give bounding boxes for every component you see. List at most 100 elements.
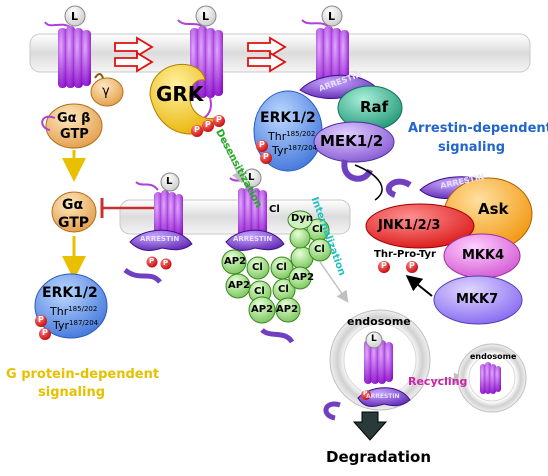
erk-g-p1: P	[38, 315, 44, 324]
erk-arr-phospho-tyr	[260, 152, 272, 164]
erk-g-phospho-tyr	[39, 328, 51, 340]
cl-label-3: Cl	[314, 244, 325, 255]
erk-g-phospho-thr	[35, 315, 47, 327]
erk-g-thr-sup: 185/202	[68, 305, 98, 313]
erk-arr-tyr-text: Tyr	[272, 144, 289, 157]
cl-label-7: Cl	[278, 284, 289, 295]
arrestin-internalizing	[225, 229, 285, 251]
arrow-desensitization	[221, 139, 243, 184]
arrow-recycling	[431, 372, 466, 385]
cl-label-1: Cl	[269, 204, 280, 215]
ligand-endosome	[365, 331, 383, 349]
jnk-p2: P	[409, 261, 415, 270]
arrow-mkk7-to-jnk	[405, 275, 433, 297]
mek-label: MEK1/2	[320, 132, 384, 150]
receptor-g-protein	[44, 21, 112, 88]
erk-arr-thr: Thr185/202	[268, 130, 316, 143]
arrow-to-endosome	[354, 164, 383, 201]
recycling-label: Recycling	[408, 375, 468, 388]
ligand-label-3: L	[328, 10, 336, 23]
ap2-label-5: AP2	[292, 272, 315, 283]
erk-g-tyr: Tyr187/204	[53, 319, 99, 332]
thr-pro-tyr-label: Thr-Pro-Tyr	[374, 249, 436, 260]
ap2-label-1: AP2	[224, 256, 247, 267]
arrestin-signaling-line1: Arrestin-dependent	[408, 121, 548, 136]
gtp-label-1: GTP	[60, 127, 89, 142]
ligand-label-1: L	[71, 10, 79, 23]
cl-label-2: Cl	[312, 224, 323, 235]
erk-arr-thr-sup: 185/202	[286, 130, 316, 138]
mek-kinase	[313, 121, 395, 163]
arrestin-label-desens: ARRESTIN	[140, 235, 180, 243]
erk-g-protein	[34, 273, 108, 339]
rec4-phospho-2	[160, 258, 172, 270]
cl-label-4: Cl	[252, 262, 263, 273]
g-alpha-label: Gα	[62, 197, 84, 213]
arrestin-label-intern: ARRESTIN	[233, 235, 273, 243]
erk-g-thr: Thr185/202	[50, 305, 98, 318]
ligand-2	[195, 5, 217, 27]
grk-phospho-2	[202, 120, 214, 132]
grk-phospho-1	[191, 125, 203, 137]
jnk-p1: P	[381, 261, 387, 270]
grk-phospho-3	[213, 115, 225, 127]
g-alpha-beta-subunit	[45, 103, 103, 149]
gprotein-signaling-line1: G protein-dependent	[6, 367, 160, 382]
endo-p1: P	[363, 390, 368, 397]
receptor-desensitized	[135, 181, 183, 240]
grk-kinase	[149, 64, 216, 135]
ap2-label-4: AP2	[276, 304, 299, 315]
arrow-internalization	[319, 261, 349, 303]
arrestin-desensitized	[129, 229, 193, 251]
erk-arr-tyr-sup: 187/204	[288, 144, 318, 152]
receptor-internalizing	[229, 177, 267, 240]
grk-p3: P	[216, 115, 222, 124]
ligand-label-5: L	[248, 172, 255, 183]
ligand-5	[242, 168, 262, 188]
arrestin-label-endo: ARRESTIN	[366, 393, 400, 400]
erk-g-thr-text: Thr	[50, 305, 69, 318]
endosome-label-recycling: endosome	[470, 352, 517, 361]
dynamin	[287, 210, 313, 230]
jnk-phospho-2	[406, 261, 418, 273]
rec4-phospho-1	[146, 256, 158, 268]
erk-arr-thr-text: Thr	[268, 130, 287, 143]
rec4-p2: P	[163, 259, 169, 267]
endosome-label-main: endosome	[347, 315, 411, 328]
g-alpha-free	[51, 191, 97, 233]
erk-arr-phospho-thr	[256, 140, 268, 152]
gtp-label-2: GTP	[58, 215, 90, 231]
receptor-endosome	[364, 338, 393, 384]
gamma-label: γ	[102, 84, 110, 99]
grk-label: GRK	[156, 82, 204, 106]
arrestin-endosome	[357, 387, 411, 407]
ligand-label-2: L	[202, 10, 210, 23]
jnk-label: JNK1/2/3	[378, 218, 441, 233]
activation-arrows-2	[247, 36, 287, 73]
jnk-kinase	[365, 203, 475, 249]
ligand-label-4: L	[166, 176, 173, 187]
erk-arr-label: ERK1/2	[260, 110, 316, 126]
erk-g-p2: P	[42, 328, 48, 337]
mkk4-label: MKK4	[462, 248, 505, 263]
erk-g-tyr-sup: 187/204	[69, 319, 99, 327]
erk-arr-tyr: Tyr187/204	[272, 144, 318, 157]
g-alpha-beta-label: Gα β	[57, 111, 91, 126]
cl-label-5: Cl	[276, 262, 287, 273]
ap2-label-3: AP2	[251, 304, 274, 315]
clathrin-coat	[221, 218, 332, 324]
mkk7-label: MKK7	[456, 292, 499, 307]
rec4-p1: P	[149, 257, 155, 265]
dyn-label: Dyn	[291, 213, 313, 224]
erk-g-tyr-text: Tyr	[53, 319, 70, 332]
receptor-arrestin-erk	[301, 19, 349, 90]
g-gamma-subunit	[90, 77, 124, 107]
degradation-arrow	[352, 411, 388, 441]
plasma-membrane-upper	[29, 33, 531, 73]
grk-p2: P	[205, 120, 211, 129]
ap2-label-2: AP2	[228, 280, 251, 291]
gprotein-signaling-line2: signaling	[38, 385, 105, 400]
activation-arrows-1	[114, 36, 154, 73]
